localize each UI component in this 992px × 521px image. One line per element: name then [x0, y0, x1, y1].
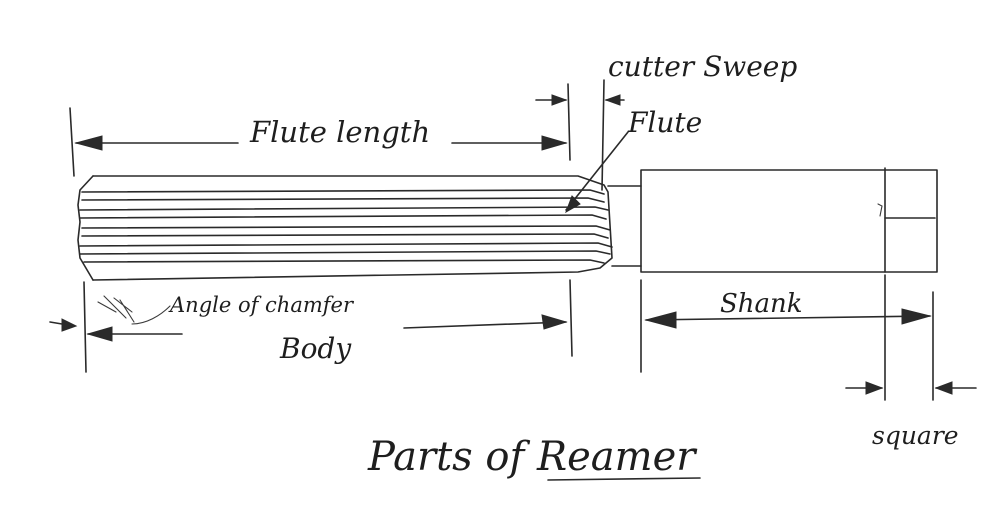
flute-leader: Flute — [565, 106, 702, 214]
diagram-title: Parts of Reamer — [367, 434, 698, 480]
reamer-shank — [640, 167, 938, 273]
angle-of-chamfer-label: Angle of chamfer — [168, 293, 355, 317]
body-label: Body — [279, 332, 352, 365]
square-label: square — [872, 421, 959, 450]
shank-label: Shank — [720, 289, 803, 319]
cutter-sweep-dimension: cutter Sweep — [535, 50, 797, 106]
shank-dimension: Shank — [644, 289, 932, 329]
flute-label: Flute — [627, 106, 702, 139]
arrow-head-left — [74, 135, 103, 151]
arrow-head-right — [541, 135, 568, 151]
title-underline — [547, 477, 701, 481]
diagram-title-group: Parts of Reamer — [367, 434, 701, 481]
angle-of-chamfer-dimension: Angle of chamfer — [49, 293, 355, 332]
extension-lines — [69, 79, 934, 401]
cutter-sweep-label: cutter Sweep — [608, 50, 797, 83]
body-dimension: Body — [86, 314, 568, 365]
reamer-fluted-body — [77, 175, 642, 281]
flute-length-dimension: Flute length — [74, 115, 568, 151]
square-dimension: square — [845, 381, 977, 450]
flute-length-label: Flute length — [249, 115, 430, 149]
